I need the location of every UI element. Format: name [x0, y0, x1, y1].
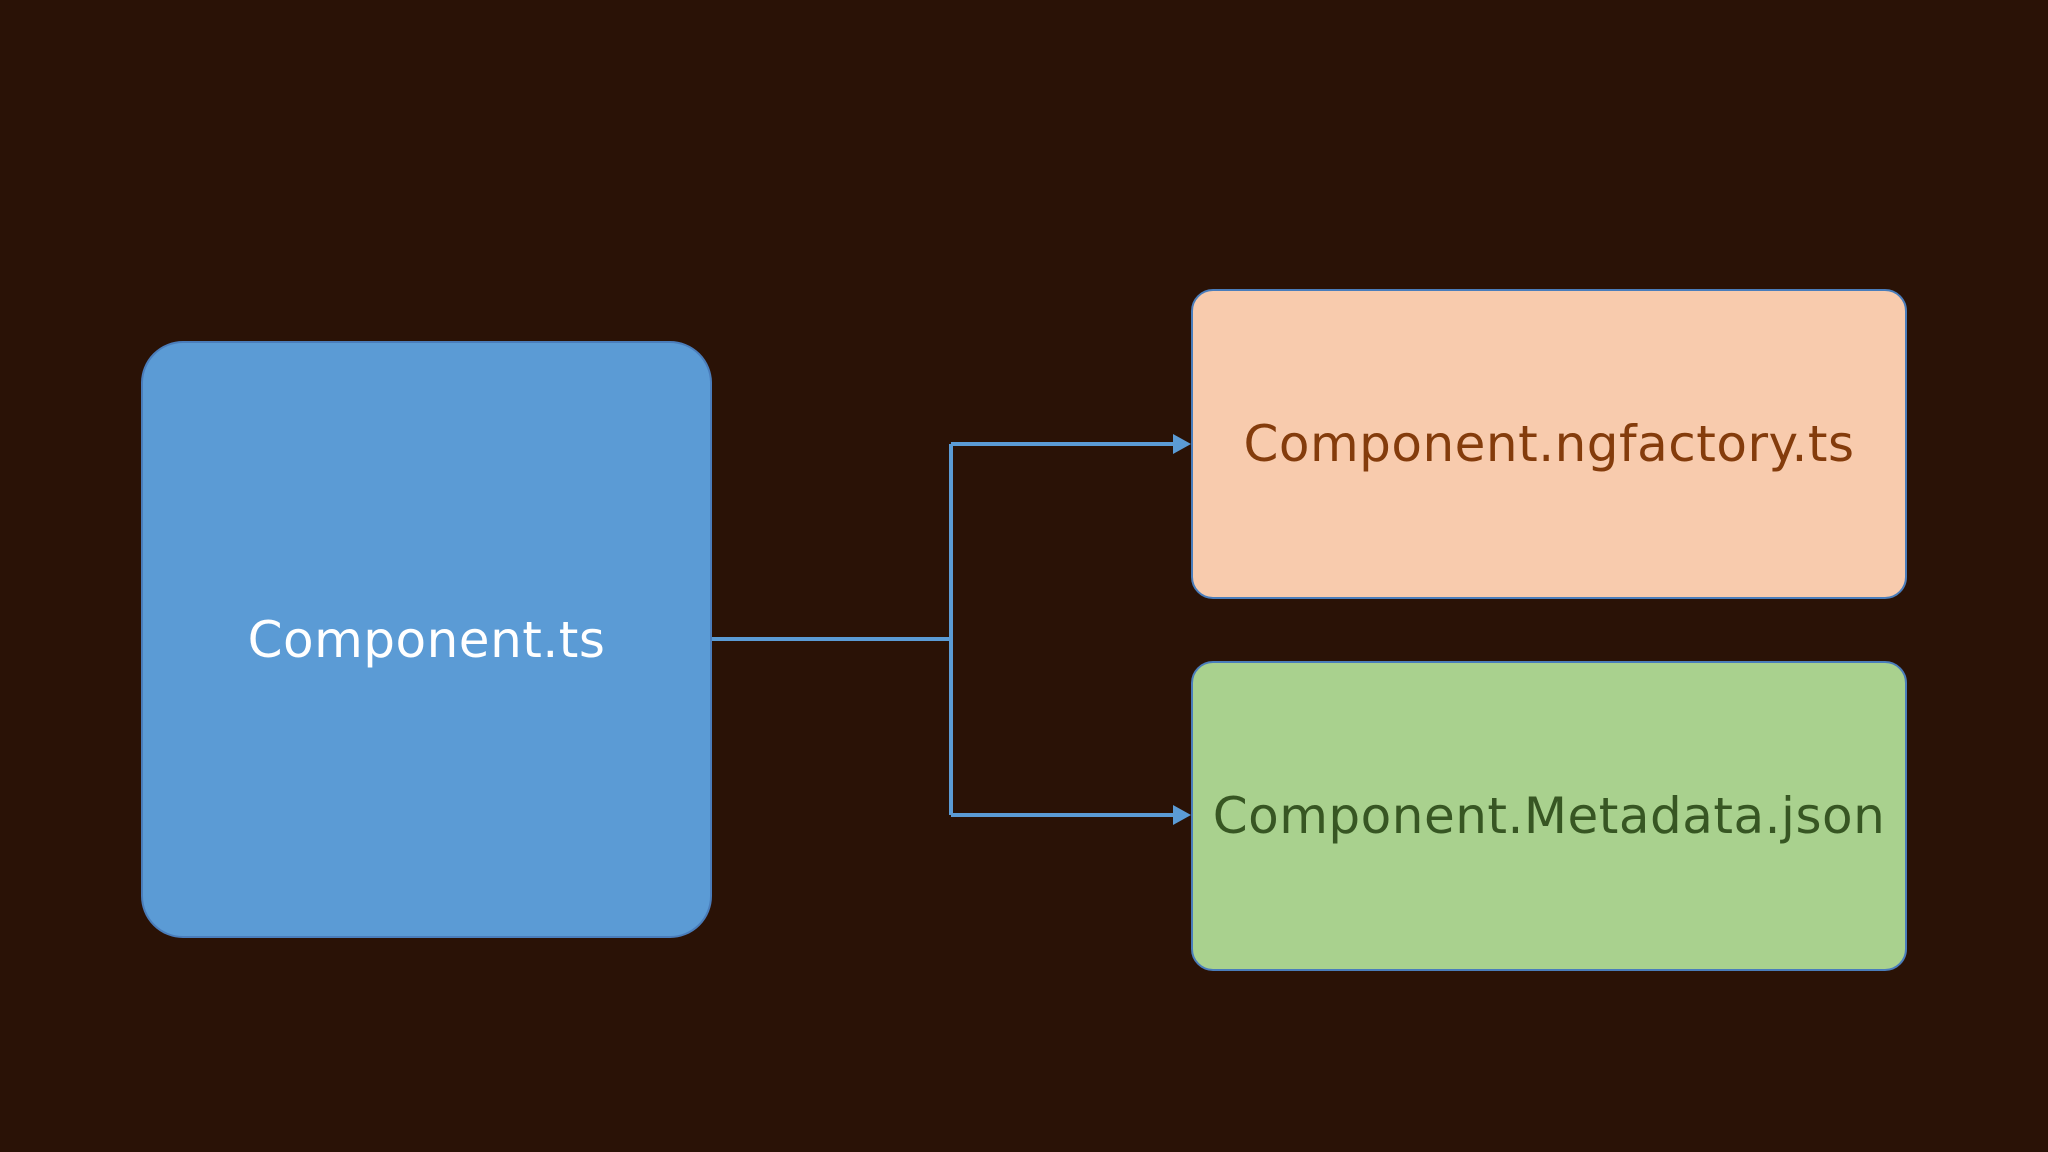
ngfactory-file-box: Component.ngfactory.ts — [1191, 289, 1907, 599]
source-file-label: Component.ts — [247, 610, 606, 669]
arrowhead-bottom — [1173, 805, 1191, 825]
metadata-file-box: Component.Metadata.json — [1191, 661, 1907, 971]
metadata-file-label: Component.Metadata.json — [1212, 787, 1886, 845]
arrowhead-top — [1173, 434, 1191, 454]
ngfactory-file-label: Component.ngfactory.ts — [1243, 415, 1855, 473]
source-file-box: Component.ts — [141, 341, 712, 938]
